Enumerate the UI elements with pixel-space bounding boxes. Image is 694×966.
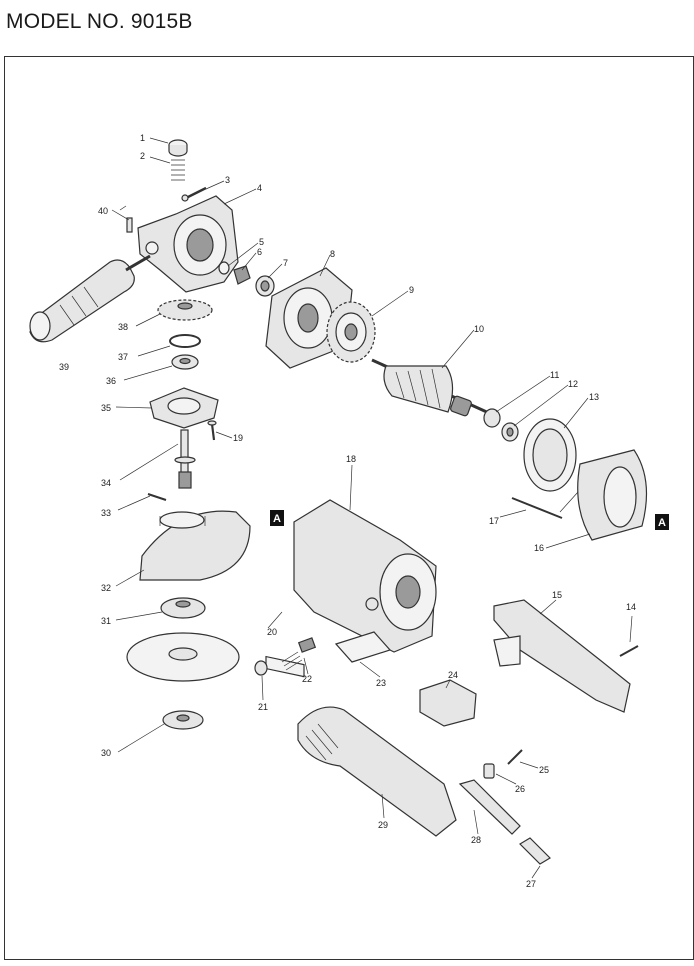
- part-32-wheel-guard: [139, 510, 251, 581]
- part-1-cap: [168, 139, 188, 157]
- part-38-bevel-gear: [157, 299, 213, 321]
- part-number-30: 30: [101, 748, 111, 758]
- abrasive-wheel: [126, 632, 240, 682]
- part-number-17: 17: [489, 516, 499, 526]
- part-number-37: 37: [118, 352, 128, 362]
- part-number-33: 33: [101, 508, 111, 518]
- part-2-spring: [171, 159, 185, 181]
- part-34-spindle: [174, 429, 196, 489]
- part-number-5: 5: [259, 237, 264, 247]
- part-number-9: 9: [409, 285, 414, 295]
- part-number-34: 34: [101, 478, 111, 488]
- part-20-label: [265, 655, 305, 678]
- part-number-11: 11: [550, 370, 559, 380]
- part-number-25: 25: [539, 765, 549, 775]
- part-17-screw: [511, 497, 563, 519]
- part-number-13: 13: [589, 392, 599, 402]
- part-number-36: 36: [106, 376, 116, 386]
- part-11-ring: [483, 408, 501, 428]
- part-number-27: 27: [526, 879, 536, 889]
- part-9-bevel-gear: [326, 301, 376, 363]
- part-number-28: 28: [471, 835, 481, 845]
- part-31-inner-flange: [160, 597, 206, 619]
- part-13-baffle-plate: [523, 418, 577, 492]
- part-10-armature: [371, 358, 501, 420]
- part-number-2: 2: [140, 151, 145, 161]
- part-number-23: 23: [376, 678, 386, 688]
- part-40-pin: [126, 217, 133, 233]
- part-39-side-grip: [29, 254, 151, 343]
- part-number-20: 20: [267, 627, 277, 637]
- part-number-6: 6: [257, 247, 262, 257]
- part-28-cord-guard: [458, 779, 521, 835]
- part-number-18: 18: [346, 454, 356, 464]
- section-marker-right: A: [655, 514, 669, 530]
- part-22-brush-holder: [281, 637, 317, 671]
- part-number-32: 32: [101, 583, 111, 593]
- svg-text:A: A: [658, 517, 666, 529]
- part-number-14: 14: [626, 602, 636, 612]
- part-18-motor-housing: [293, 499, 437, 653]
- part-number-16: 16: [534, 543, 544, 553]
- part-24-switch: [419, 679, 477, 727]
- part-5-ring: [218, 261, 230, 275]
- part-30-lock-nut: [162, 710, 204, 730]
- part-4-gear-housing: [137, 195, 239, 293]
- model-title: MODEL NO. 9015B: [6, 10, 193, 33]
- part-number-31: 31: [101, 616, 111, 626]
- svg-text:A: A: [273, 513, 281, 525]
- section-marker-left: A: [270, 510, 284, 526]
- part-37-retaining-ring: [169, 334, 201, 348]
- part-16-field: [577, 449, 648, 541]
- part-number-39: 39: [59, 362, 69, 372]
- part-35-bearing-box: [149, 387, 219, 429]
- part-number-29: 29: [378, 820, 388, 830]
- part-6-cam: [233, 265, 251, 285]
- part-19-screw: [207, 420, 217, 441]
- part-29-handle: [297, 706, 457, 837]
- part-25-screw: [507, 749, 523, 765]
- part-number-22: 22: [302, 674, 312, 684]
- part-number-10: 10: [474, 324, 484, 334]
- part-3-screw: [181, 186, 207, 202]
- part-number-12: 12: [568, 379, 578, 389]
- part-7-bearing: [255, 275, 275, 297]
- part-33-screw: [147, 493, 167, 501]
- part-number-26: 26: [515, 784, 525, 794]
- part-number-7: 7: [283, 258, 288, 268]
- part-number-24: 24: [448, 670, 458, 680]
- part-number-3: 3: [225, 175, 230, 185]
- part-15-handle-cover: [493, 599, 631, 713]
- part-12-bearing: [501, 422, 519, 442]
- leader-lines: [111, 137, 633, 879]
- part-number-19: 19: [233, 433, 243, 443]
- part-number-21: 21: [258, 702, 268, 712]
- part-number-15: 15: [552, 590, 562, 600]
- part-number-35: 35: [101, 403, 111, 413]
- part-36-bearing: [171, 354, 199, 370]
- part-number-4: 4: [257, 183, 262, 193]
- part-21-cap: [254, 660, 268, 676]
- part-number-38: 38: [118, 322, 128, 332]
- part-23-name-plate: [334, 631, 392, 663]
- part-number-1: 1: [140, 133, 145, 143]
- part-number-40: 40: [98, 206, 108, 216]
- part-number-8: 8: [330, 249, 335, 259]
- part-27-cord: [519, 837, 551, 865]
- part-26-strain-relief: [483, 763, 495, 779]
- part-14-screw: [619, 645, 639, 657]
